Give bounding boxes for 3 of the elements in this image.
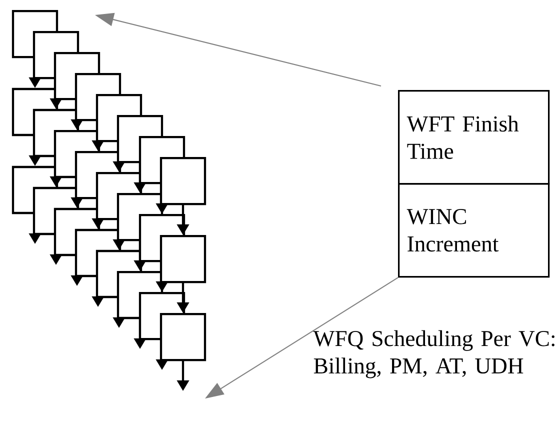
field-box: WFT Finish Time bbox=[398, 90, 550, 185]
note-text: WFQ Scheduling Per VC: Billing, PM, AT, UDH bbox=[313, 330, 554, 378]
field-box: WINC Increment bbox=[398, 183, 550, 278]
